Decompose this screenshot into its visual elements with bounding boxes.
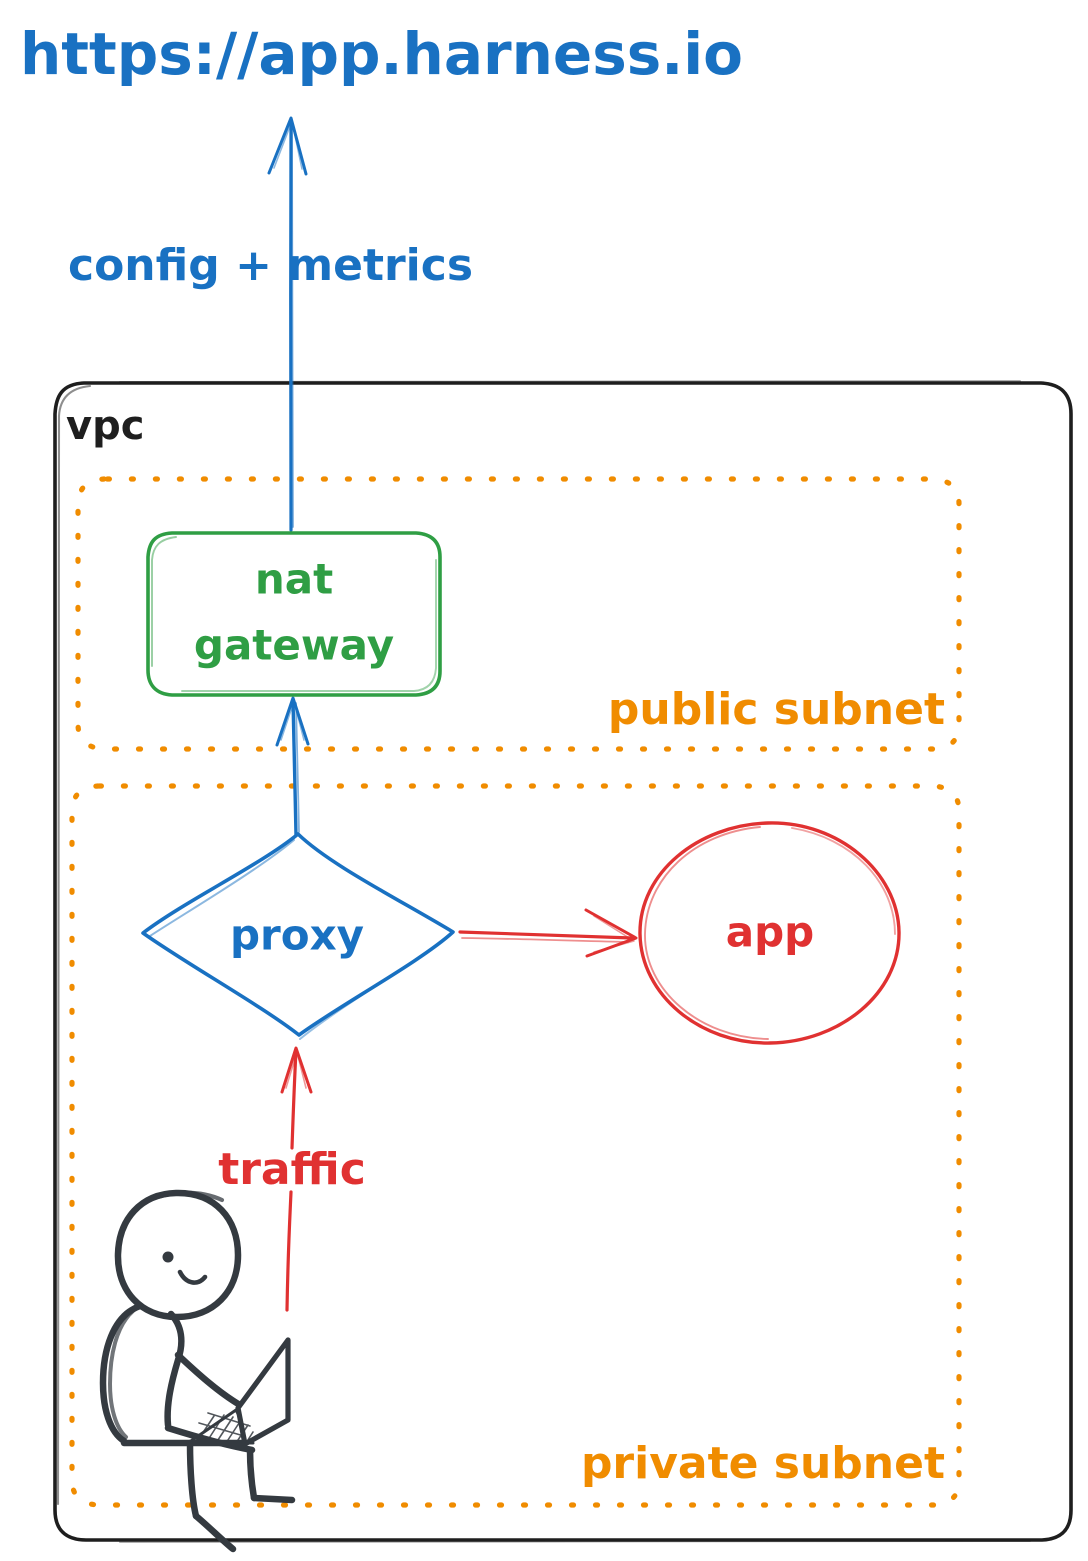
proxy-border [141,832,455,1037]
edge-proxy-to-app [458,908,638,958]
node-app[interactable]: app [638,821,901,1045]
user-arm [174,1351,244,1409]
edge-user-to-proxy-arrowhead-sketch [285,1051,307,1089]
nat-gateway-label-line2: gateway [194,621,394,670]
private-subnet-box [69,783,962,1508]
edge-proxy-to-nat-line-sketch [295,702,300,833]
user-upper-leg [164,1424,256,1454]
user-back [99,1302,144,1445]
user-head-sketch [142,1190,225,1205]
private-subnet-label: private subnet [581,1438,945,1489]
user-leg-2 [246,1446,258,1502]
vpc-container [53,380,1073,1543]
edge-proxy-to-nat-line [291,698,298,837]
edge-proxy-to-app-arrowhead [584,908,638,958]
proxy-border-sketch2 [299,935,450,1040]
proxy-border-sketch [149,839,295,937]
app-border-sketch2 [791,827,896,935]
traffic-label: traffic [218,1144,366,1195]
proxy-label: proxy [230,911,364,960]
vpc-label: vpc [66,403,144,449]
edge-proxy-to-nat [275,696,310,837]
edge-user-to-proxy [280,1046,313,1312]
edge-nat-to-harness-arrowhead-sketch [273,120,303,170]
edge-user-to-proxy-arrowhead [280,1046,313,1094]
user-back-sketch [108,1309,135,1439]
app-label: app [726,908,814,957]
user-head [114,1189,242,1321]
user-foot [192,1512,237,1553]
vpc-border [53,381,1073,1542]
edge-nat-to-harness [267,116,308,532]
user-foot-2 [250,1494,296,1504]
user-smile [177,1269,208,1285]
edge-user-to-proxy-line-upper [290,1048,298,1150]
nat-gateway-label-line1: nat [255,555,333,604]
nat-gateway-border-sketch [151,536,177,667]
nat-gateway-border-sketch2 [181,559,437,692]
node-proxy[interactable]: proxy [141,832,455,1040]
user-lower-leg [186,1439,200,1520]
vpc-border-sketch-top [119,380,1021,383]
public-subnet-border [75,476,962,752]
user-eye [162,1251,174,1263]
edge-proxy-to-app-line-sketch [461,937,629,943]
user-torso-front [164,1310,185,1429]
public-subnet-box [75,476,962,752]
edge-proxy-to-app-line [458,930,634,940]
vpc-border-sketch-overlay [56,384,92,1506]
private-subnet-border [69,783,962,1508]
edge-proxy-to-nat-arrowhead [275,696,310,747]
node-nat-gateway[interactable]: nat gateway [146,531,442,697]
laptop-hatch [191,1412,254,1444]
edge-proxy-to-app-arrowhead-sketch [593,915,635,953]
edge-user-to-proxy-line-lower [285,1190,293,1312]
app-border-sketch [644,826,769,1040]
vpc-border-sketch-bottom [119,1540,1031,1543]
app-border [638,821,901,1045]
config-metrics-label: config + metrics [68,240,473,291]
harness-url-label: https://app.harness.io [20,20,743,88]
user-stick-figure-icon [99,1189,296,1553]
nat-gateway-border [146,531,442,697]
edge-nat-to-harness-arrowhead [267,116,308,176]
edge-proxy-to-nat-arrowhead-sketch [280,700,305,741]
edge-nat-to-harness-line-sketch [291,125,294,528]
public-subnet-label: public subnet [608,684,945,735]
